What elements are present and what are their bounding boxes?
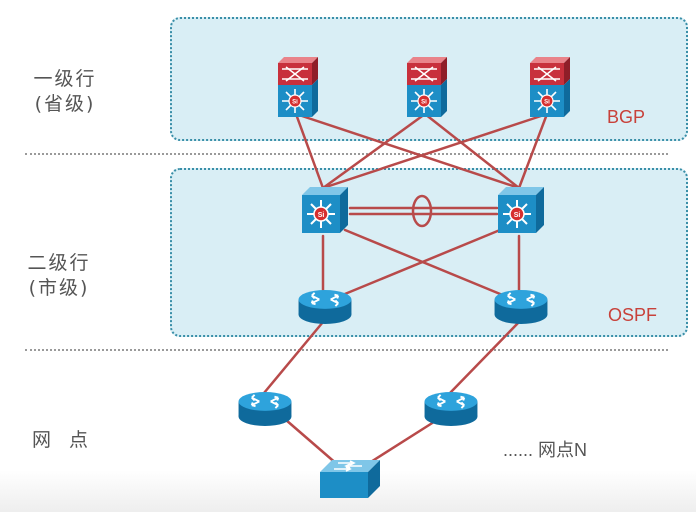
link-fw1-switchL: [294, 112, 325, 190]
tier-separator-1: [25, 153, 668, 155]
city-layer3-switch-right-icon: [498, 187, 544, 233]
link-aggregation-ring: [411, 194, 433, 228]
city-router-left-icon: [298, 290, 352, 324]
city-router-right-icon: [494, 290, 548, 324]
link-branchL-switch: [284, 418, 340, 467]
tier-label-provincial: 一级行(省级): [33, 68, 97, 115]
tier-separator-2: [25, 349, 668, 351]
firewall-core-switch-icon-2: [407, 57, 447, 117]
city-tier-zone: [170, 168, 688, 337]
branch-router-left-icon: [238, 392, 292, 426]
link-cityL-branchL: [262, 320, 325, 395]
link-fw2-switchL: [321, 112, 427, 190]
branch-switch-icon: [320, 460, 380, 498]
tier-label-branch: 网 点: [31, 429, 91, 451]
link-fw1-switchR: [294, 112, 521, 190]
link-switchR-routerL: [338, 228, 502, 298]
link-branchR-switch: [364, 418, 439, 467]
link-fw2-switchR: [423, 112, 521, 190]
link-fw3-switchR: [517, 112, 549, 190]
link-switchL-routerR: [343, 228, 507, 298]
link-fw3-switchL: [321, 112, 549, 190]
protocol-label-bgp: BGP: [607, 107, 646, 127]
branch-n-label: ...... 网点N: [503, 440, 588, 460]
protocol-label-ospf: OSPF: [608, 305, 658, 325]
link-cityR-branchR: [448, 320, 521, 395]
tier-label-city: 二级行(市级): [27, 252, 91, 299]
firewall-core-switch-icon-3: [530, 57, 570, 117]
firewall-core-switch-icon-1: [278, 57, 318, 117]
city-layer3-switch-left-icon: [302, 187, 348, 233]
branch-router-right-icon: [424, 392, 478, 426]
